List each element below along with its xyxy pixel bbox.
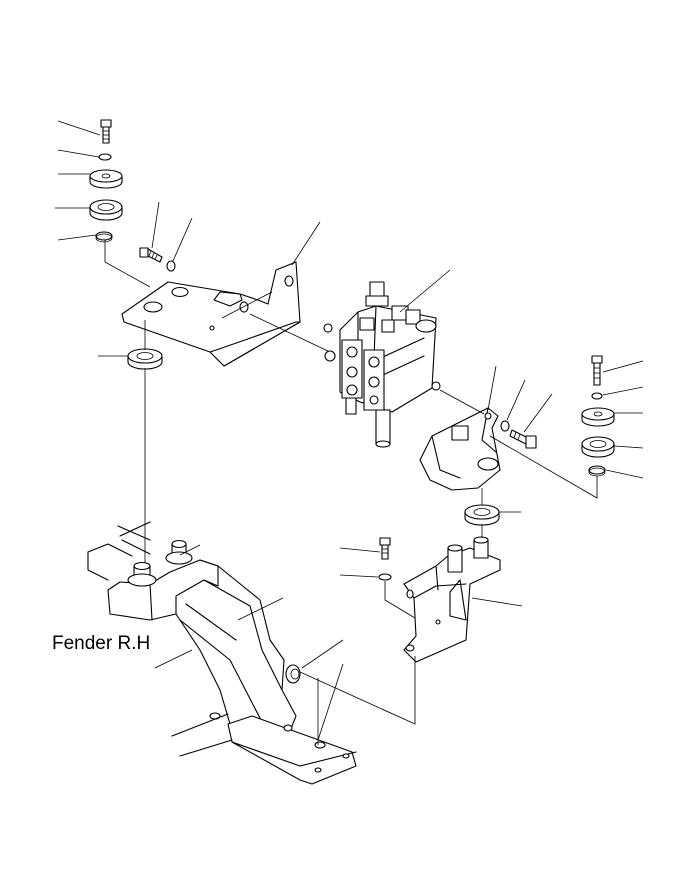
washer-bracket-left (166, 260, 176, 272)
washer-left-1 (89, 169, 123, 189)
control-valve (323, 269, 451, 448)
bracket-bolt-left (139, 201, 193, 272)
washer-middle (378, 573, 392, 581)
collar-left-1 (95, 231, 113, 243)
right-bolt-stack (489, 355, 644, 499)
cushion-left-mid (98, 320, 163, 572)
left-bolt-stack (55, 119, 151, 288)
right-small-bracket (419, 365, 501, 491)
fender-frame (87, 521, 416, 785)
washer-right-small (500, 420, 510, 432)
bolt-left-top (100, 119, 112, 144)
right-frame-bracket (403, 524, 523, 663)
fender-label: Fender R.H (52, 633, 150, 654)
bolt-middle (339, 537, 416, 619)
spring-washer-left (98, 153, 112, 161)
bolt-right-small (509, 393, 553, 449)
cushion-right-mid (464, 488, 521, 526)
left-valve-bracket (121, 221, 321, 367)
cushion-left-1 (89, 199, 123, 221)
